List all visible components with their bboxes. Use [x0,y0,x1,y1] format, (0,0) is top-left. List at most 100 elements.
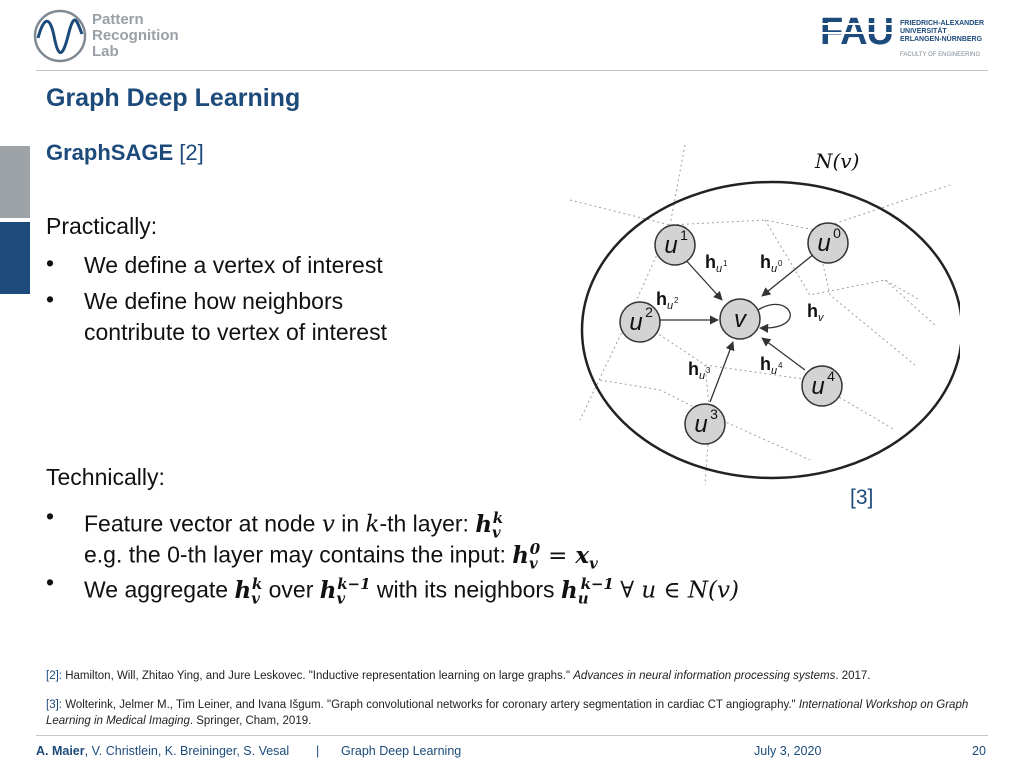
svg-text:v: v [734,306,748,333]
bullet-dot: • [46,503,55,529]
bullet-dot: • [46,569,55,595]
svg-text:2: 2 [645,304,653,320]
header-divider [36,70,988,71]
svg-text:4: 4 [778,361,783,370]
layer-text: -th layer: [379,510,469,537]
svg-text:0: 0 [833,225,841,241]
node-u3: u 3 [684,403,726,445]
fau-line-3: ERLANGEN-NÜRNBERG [900,34,983,43]
bullet-text: We define a vertex of interest [84,252,383,278]
reference-tail: . Springer, Cham, 2019. [189,715,312,727]
edge-label-h-u3: h u 3 [688,359,711,382]
svg-text:3: 3 [706,366,711,375]
aggregate-text: We aggregate [84,576,229,603]
edge-label-h-v: h v [807,301,825,324]
edge-label-h-u2: h u 2 [656,289,679,312]
svg-text:u: u [694,411,707,438]
lab-name-line-3: Lab [92,43,119,60]
math-h-v-k: hvk [234,575,263,608]
lab-name-line-1: Pattern [92,11,144,28]
svg-text:2: 2 [674,296,679,305]
bullet-aggregate: • We aggregate hvk over hvk−1 with its n… [46,569,846,607]
footer-date: July 3, 2020 [754,744,822,758]
pattern-recognition-lab-logo [33,9,87,63]
input-layer-text: e.g. the 0-th layer may contains the inp… [84,541,506,568]
page-number: 20 [972,744,986,758]
edge-u3-v [709,341,735,403]
neighborhood-ellipse [580,180,960,480]
reference-venue: Advances in neural information processin… [573,670,836,682]
edge-label-h-u1: h u 1 [705,252,728,275]
edge-u4-v [761,337,806,371]
svg-text:h: h [760,354,771,374]
fau-logo: FAU FRIEDRICH-ALEXANDER UNIVERSITÄT ERLA… [820,12,984,58]
side-bar-blue [0,222,30,294]
reference-2: [2]: Hamilton, Will, Zhitao Ying, and Ju… [46,668,976,684]
svg-text:u: u [811,373,824,400]
bullet-text-line-1: We define how neighbors [84,288,344,314]
footer-co-authors: , V. Christlein, K. Breininger, S. Vesal [84,744,290,758]
footer-divider [36,735,988,736]
bullet-feature-vector: • Feature vector at node v in k-th layer… [46,503,746,572]
neighbors-text: with its neighbors [376,576,555,603]
svg-text:1: 1 [723,259,728,268]
graphsage-diagram: N(v) u 1 u 0 u 2 v u [569,144,960,486]
subtitle-citation: [2] [179,140,204,165]
lab-name: Pattern Recognition Lab [92,12,179,60]
bullet-dot: • [46,250,55,276]
math-h-v-k: hvk [475,509,504,542]
edge-u1-v [682,256,723,301]
feature-vector-text: Feature vector at node [84,510,316,537]
svg-text:u: u [667,300,673,312]
math-h-v-0-equals-x-v: hv0 = xv [512,540,598,573]
math-k: k [365,511,380,538]
node-u2: u 2 [619,301,661,343]
reference-number: [3]: [46,699,62,711]
side-bar-gray [0,146,30,218]
reference-venue: International Workshop on Graph Learning… [46,699,969,727]
fau-faculty: FACULTY OF ENGINEERING [900,52,980,58]
svg-text:v: v [818,312,825,324]
svg-text:4: 4 [827,368,835,384]
bullet-vertex-of-interest: • We define a vertex of interest [46,250,496,282]
reference-text: Hamilton, Will, Zhitao Ying, and Jure Le… [65,670,571,682]
svg-text:1: 1 [680,227,688,243]
node-u1: u 1 [654,224,696,266]
node-u4: u 4 [801,365,843,407]
svg-text:h: h [760,252,771,272]
bullet-text-line-2: contribute to vertex of interest [84,319,387,345]
svg-text:u: u [771,263,777,275]
fau-line-1: FRIEDRICH-ALEXANDER [900,20,984,27]
svg-text:u: u [699,370,705,382]
word-in: in [341,510,360,537]
bullet-dot: • [46,286,55,312]
edge-label-h-u0: h u 0 [760,252,783,275]
edge-self-loop-v [757,303,791,333]
neighborhood-label: N(v) [814,149,859,173]
footer-topic: Graph Deep Learning [341,744,462,758]
edge-label-h-u4: h u 4 [760,354,783,377]
lab-name-line-2: Recognition [92,27,179,44]
over-text: over [268,576,314,603]
svg-text:u: u [817,230,830,257]
feature-vector-line: Feature vector at node v in k-th layer: … [84,503,503,548]
svg-text:u: u [664,232,677,259]
aggregate-line: We aggregate hvk over hvk−1 with its nei… [84,569,739,614]
input-layer-line: e.g. the 0-th layer may contains the inp… [84,534,598,579]
math-v: v [321,511,335,538]
footer-separator: | [316,744,320,758]
footer-authors: A. Maier, V. Christlein, K. Breininger, … [36,744,289,758]
practically-heading: Practically: [46,213,158,239]
edge-u0-v [761,253,815,297]
slide-subtitle: GraphSAGE [2] [46,140,204,166]
svg-text:h: h [656,289,667,309]
math-h-v-k-minus-1: hvk−1 [319,575,371,608]
svg-text:3: 3 [710,406,718,422]
reference-number: [2]: [46,670,62,682]
subtitle-text: GraphSAGE [46,140,174,165]
svg-text:0: 0 [778,259,783,268]
slide-title: Graph Deep Learning [46,84,301,112]
reference-text: Wolterink, Jelmer M., Tim Leiner, and Iv… [65,699,796,711]
svg-text:h: h [807,301,818,321]
bullet-neighbors: • We define how neighbors contribute to … [46,286,496,350]
